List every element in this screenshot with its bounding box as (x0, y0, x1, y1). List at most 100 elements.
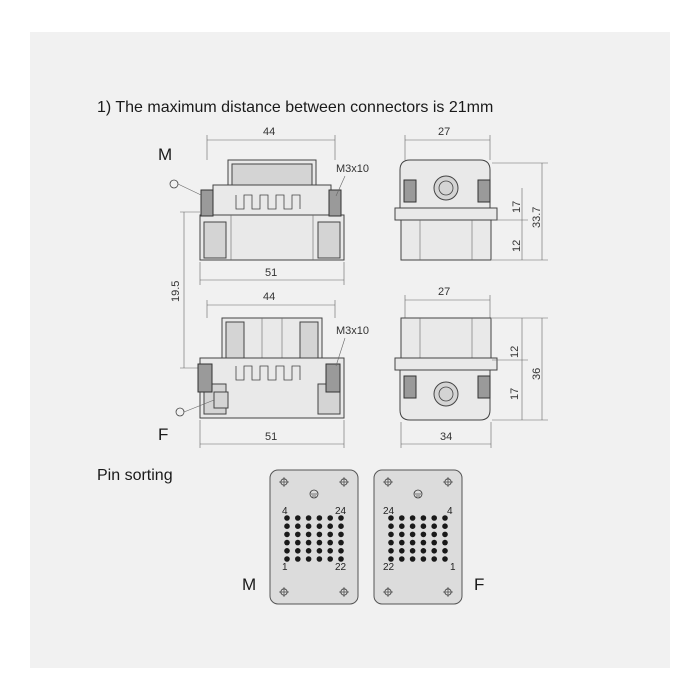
screw-right-bottom (325, 363, 341, 393)
dim-bottom-base: 51 (265, 431, 277, 443)
contact-pin (316, 548, 323, 554)
dim-bottom-width: 44 (263, 291, 275, 303)
pin-male-bl: 1 (282, 562, 288, 573)
contact-pin (327, 556, 334, 562)
contact-pin (420, 539, 427, 546)
pin-insert-female: 24 4 22 1 (373, 469, 463, 605)
contact-pin (409, 523, 416, 529)
contact-pin (431, 556, 438, 562)
mount-hole-icon (443, 587, 453, 597)
dim-screw-top: M3x10 (336, 163, 369, 175)
contact-pin (338, 531, 344, 538)
dim-side-top-total: 33.7 (531, 207, 543, 228)
contact-pin (431, 548, 438, 554)
contact-pin (305, 515, 312, 521)
screw-right-top (328, 189, 342, 217)
contact-pin (399, 548, 405, 554)
contact-pin (295, 548, 301, 554)
label-female-top: F (158, 425, 168, 444)
heading: 1) The maximum distance between connecto… (97, 99, 493, 116)
contact-pin (399, 531, 405, 538)
dim-side-bottom-base: 34 (440, 431, 452, 443)
dim-screw-bottom: M3x10 (336, 325, 369, 337)
contact-pin (338, 515, 344, 521)
mount-hole-icon (443, 477, 453, 487)
cable-entry-bottom (433, 381, 459, 407)
contact-pin (284, 523, 290, 529)
contact-pin (295, 523, 301, 529)
pin-grid-female (383, 477, 453, 597)
pin-female-tr: 4 (447, 506, 453, 517)
label-female-pins: F (474, 575, 484, 594)
contact-pin (295, 531, 301, 538)
contact-pin (316, 531, 323, 538)
dim-side-bottom-12: 12 (509, 346, 521, 358)
dim-side-bottom-total: 36 (531, 368, 543, 380)
ground-icon (413, 489, 423, 499)
contact-pin (305, 556, 312, 562)
ground-symbol-bottom (175, 407, 185, 417)
contact-pin (431, 539, 438, 546)
contact-pin (431, 523, 438, 529)
contact-pin (409, 531, 416, 538)
cable-entry-top (433, 175, 459, 201)
contact-pin (284, 539, 290, 546)
contact-pin (327, 531, 334, 538)
front-view-female: 44 M3x10 F 51 (158, 291, 369, 448)
gap-dimension: 19.5 (170, 211, 200, 369)
contact-pin (388, 539, 394, 546)
ground-icon (309, 489, 319, 499)
dim-side-top-width: 27 (438, 126, 450, 138)
contact-pin (431, 531, 438, 538)
pin-male-tr: 24 (335, 506, 347, 517)
contact-pin (420, 548, 427, 554)
pin-female-tl: 24 (383, 506, 395, 517)
screw-left-top (200, 189, 214, 217)
pin-sorting-title: Pin sorting (97, 467, 173, 484)
label-male-pins: M (242, 575, 256, 594)
contact-pin (388, 531, 394, 538)
contact-pin (316, 523, 323, 529)
pin-female-bl: 22 (383, 562, 395, 573)
contact-pin (305, 548, 312, 554)
mount-hole-icon (383, 477, 393, 487)
contact-pin (388, 548, 394, 554)
pin-grid-male (279, 477, 349, 597)
contact-pin (284, 548, 290, 554)
contact-pin (316, 556, 323, 562)
contact-pin (305, 539, 312, 546)
screw-left-bottom (197, 363, 213, 393)
dim-top-width: 44 (263, 126, 275, 138)
contact-pin (442, 556, 448, 562)
side-view-male: 27 17 12 33.7 (394, 126, 548, 261)
side-view-female: 27 12 17 36 34 (394, 286, 548, 448)
contact-pin (284, 531, 290, 538)
mount-hole-icon (279, 587, 289, 597)
contact-pin (388, 556, 394, 562)
contact-pin (295, 539, 301, 546)
contact-pin (442, 548, 448, 554)
contact-pin (420, 523, 427, 529)
contact-pin (399, 515, 405, 521)
contact-pin (284, 515, 290, 521)
contact-pin (327, 548, 334, 554)
dim-side-top-12: 12 (511, 240, 523, 252)
side-top-housing (400, 219, 492, 261)
dim-gap: 19.5 (170, 281, 182, 302)
front-view-male: M 44 M3x10 (158, 126, 369, 285)
mount-hole-icon (339, 587, 349, 597)
mount-hole-icon (339, 477, 349, 487)
side-bottom-housing (400, 317, 492, 361)
contact-pin (442, 539, 448, 546)
contact-pin (338, 523, 344, 529)
contact-pin (442, 515, 448, 521)
pin-male-br: 22 (335, 562, 347, 573)
contact-pin (388, 515, 394, 521)
ground-symbol-top (169, 179, 179, 189)
contact-pin (399, 523, 405, 529)
contact-pin (420, 531, 427, 538)
contact-pin (338, 556, 344, 562)
contact-pin (409, 548, 416, 554)
